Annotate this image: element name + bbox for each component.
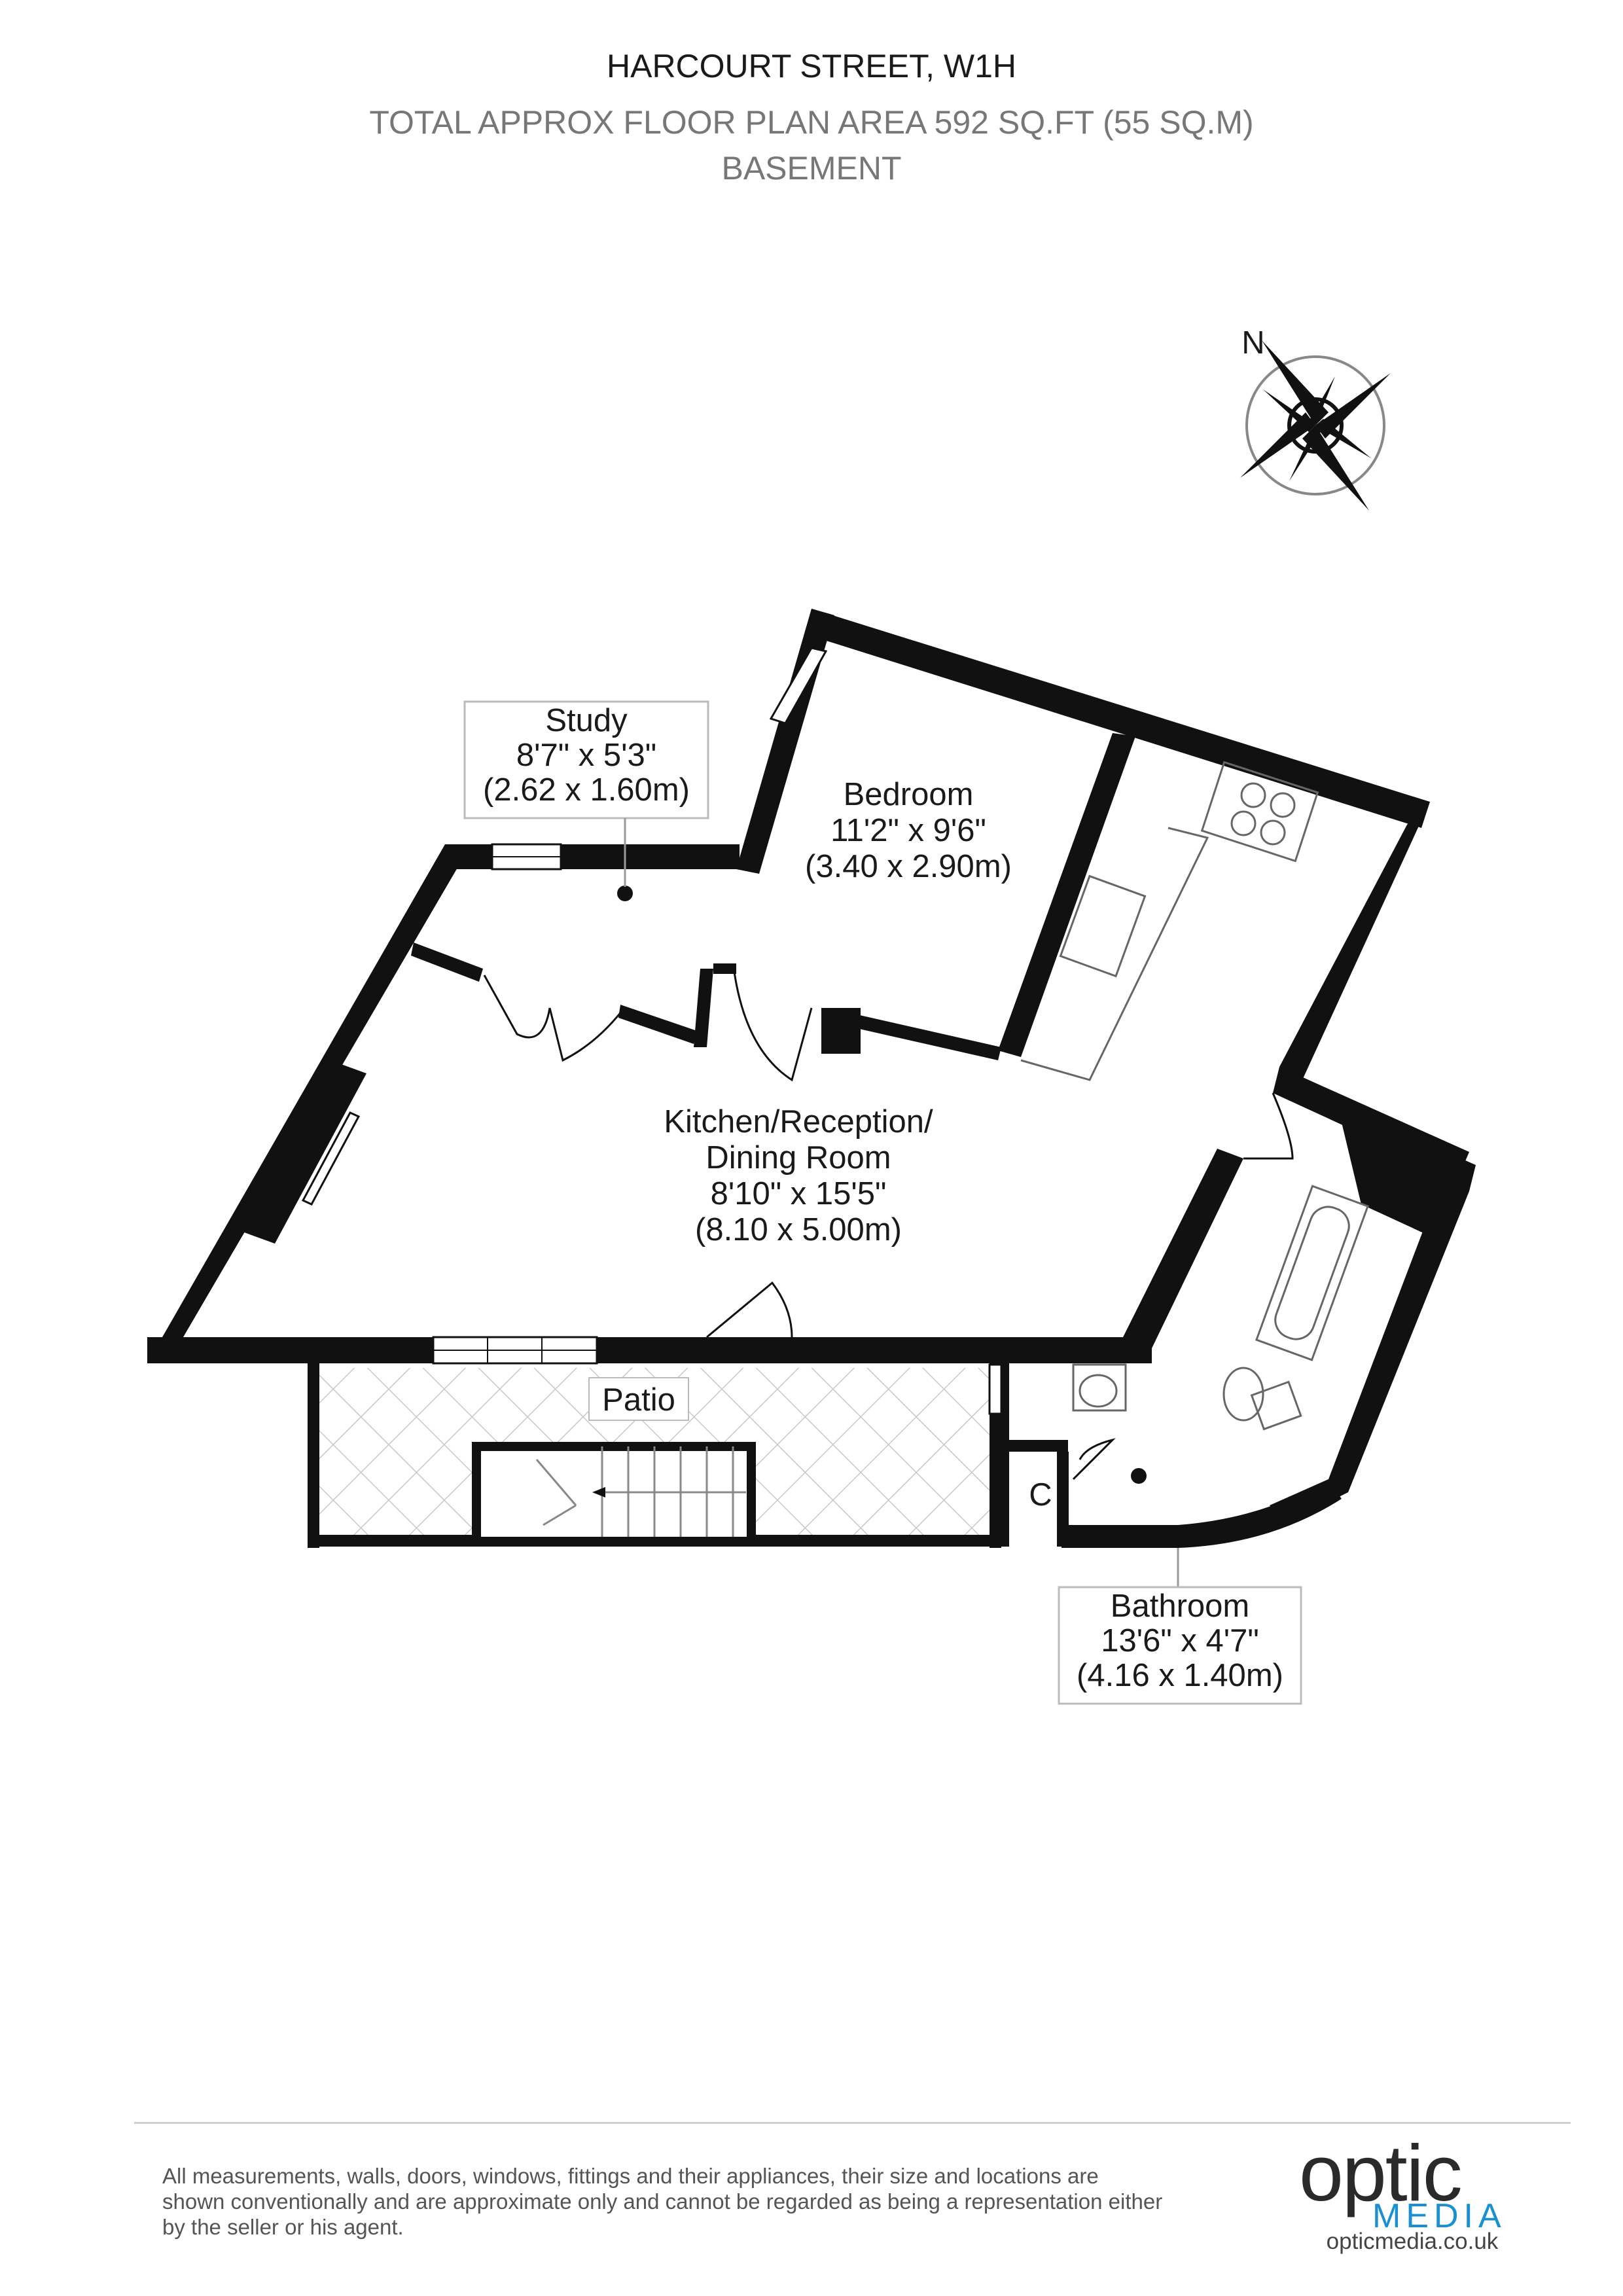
kitchen-imperial: 8'10" x 15'5" — [711, 1176, 887, 1211]
north-label: N — [1241, 325, 1264, 361]
kitchen-name-line2: Dining Room — [705, 1140, 891, 1175]
ceiling-points — [617, 886, 1147, 1484]
doors — [483, 971, 1294, 1480]
optic-media-logo: optic MEDIA — [1299, 2128, 1515, 2250]
kitchen-name-line1: Kitchen/Reception/ — [664, 1104, 933, 1139]
footer-divider — [134, 2122, 1571, 2124]
bathroom-name: Bathroom — [1111, 1588, 1249, 1624]
logo-wordmark: optic — [1299, 2128, 1463, 2217]
logo-subword: MEDIA — [1372, 2197, 1507, 2235]
bedroom-label: Bedroom 11'2" x 9'6" (3.40 x 2.90m) — [805, 777, 1012, 884]
patio-label-box: Patio — [588, 1377, 689, 1421]
kitchen-label: Kitchen/Reception/ Dining Room 8'10" x 1… — [664, 1104, 933, 1247]
disclaimer-text: All measurements, walls, doors, windows,… — [162, 2164, 1163, 2239]
study-label-box: Study 8'7" x 5'3" (2.62 x 1.60m) — [463, 700, 709, 887]
compass: N — [1240, 325, 1391, 511]
windows — [301, 647, 1003, 1415]
bedroom-imperial: 11'2" x 9'6" — [830, 813, 986, 848]
bedroom-metric: (3.40 x 2.90m) — [805, 849, 1012, 884]
fixtures — [1020, 761, 1369, 1431]
kitchen-metric: (8.10 x 5.00m) — [695, 1212, 902, 1247]
floor-level-label: BASEMENT — [721, 150, 902, 187]
plan-area-subtitle: TOTAL APPROX FLOOR PLAN AREA 592 SQ.FT (… — [369, 104, 1254, 141]
study-imperial: 8'7" x 5'3" — [516, 738, 656, 773]
study-name: Study — [545, 703, 628, 738]
plan-title: HARCOURT STREET, W1H — [606, 48, 1016, 84]
patio-name: Patio — [602, 1382, 675, 1418]
cupboard-label: C — [1029, 1477, 1052, 1513]
bedroom-name: Bedroom — [844, 777, 974, 812]
bathroom-imperial: 13'6" x 4'7" — [1101, 1623, 1258, 1659]
study-metric: (2.62 x 1.60m) — [483, 772, 690, 808]
patio-area — [308, 1361, 1001, 1548]
bathroom-label-box: Bathroom 13'6" x 4'7" (4.16 x 1.40m) — [1058, 1548, 1302, 1705]
bathroom-metric: (4.16 x 1.40m) — [1077, 1658, 1283, 1693]
company-url[interactable]: opticmedia.co.uk — [1326, 2229, 1499, 2254]
